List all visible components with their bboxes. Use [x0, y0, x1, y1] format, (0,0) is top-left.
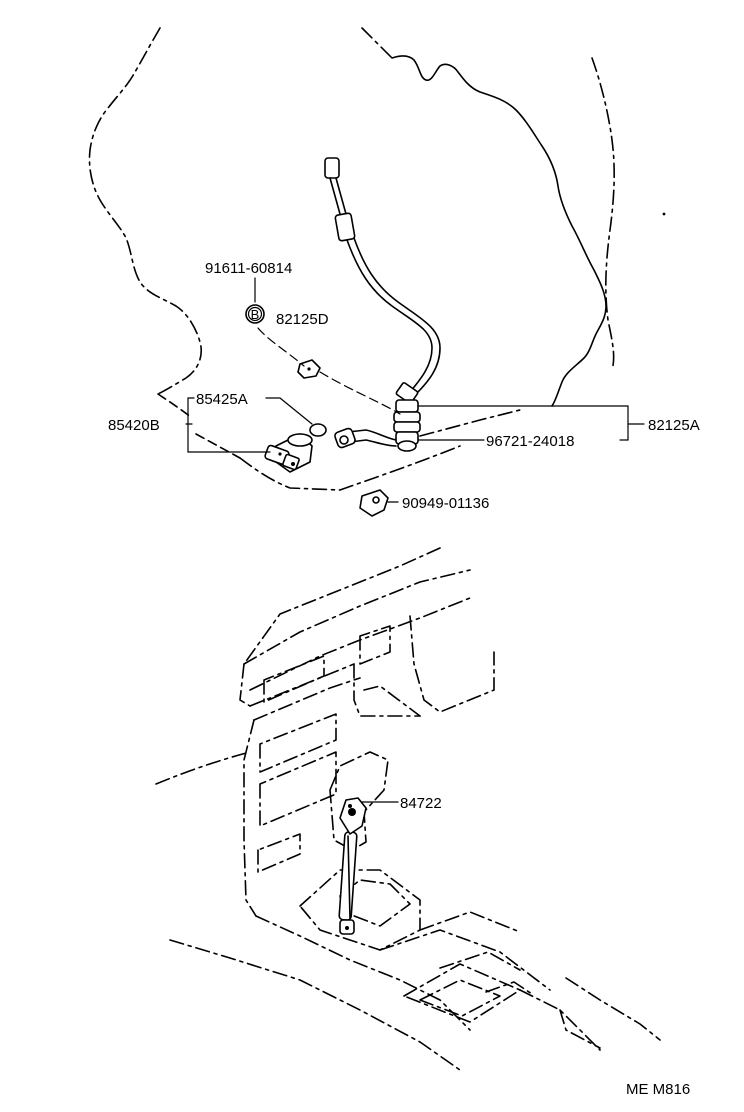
- diagram-code: ME M816: [626, 1081, 690, 1098]
- transmission-outline: [88, 27, 615, 491]
- label-91611-60814: 91611-60814: [205, 260, 292, 277]
- label-82125d: 82125D: [276, 311, 329, 328]
- neutral-start-switch: [264, 433, 313, 473]
- o-ring: [309, 423, 327, 437]
- bolt-marker: B: [251, 307, 260, 322]
- label-90949-01136: 90949-01136: [402, 495, 489, 512]
- shift-control-cable: [324, 157, 441, 404]
- upper-leaders: [185, 277, 645, 503]
- clamp-82125d: [297, 359, 321, 379]
- shift-lever: [338, 797, 367, 935]
- label-85425a: 85425A: [196, 391, 248, 408]
- label-84722: 84722: [400, 795, 442, 812]
- label-82125a: 82125A: [648, 417, 700, 434]
- dashboard-outline: [155, 547, 661, 1071]
- label-96721-24018: 96721-24018: [486, 433, 574, 450]
- bolt-marker-inner: [247, 306, 263, 322]
- label-85420b: 85420B: [108, 417, 160, 434]
- mark-dot: [662, 212, 666, 216]
- switch-connector-assembly: [334, 399, 421, 452]
- clip-90949: [359, 489, 389, 517]
